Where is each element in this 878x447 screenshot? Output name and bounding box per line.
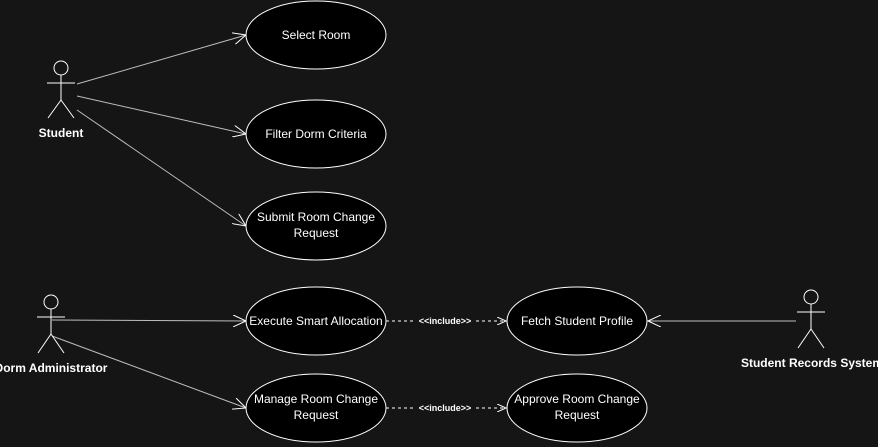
include-label-approve-group: <<include>> — [414, 401, 476, 414]
actor-head-icon — [803, 289, 819, 305]
actor-label: Dorm Administrator — [0, 361, 108, 375]
association-lines — [51, 35, 796, 408]
actor-head-icon — [53, 60, 69, 76]
use-case-label-line-1: Approve Room Change — [514, 392, 640, 406]
use-case-submit-change[interactable]: Submit Room Change Request — [245, 191, 387, 261]
actor-records-system[interactable]: Student Records System — [741, 289, 878, 370]
use-case-label-line-1: Submit Room Change — [257, 210, 375, 224]
use-case-label-line-2: Request — [555, 408, 600, 422]
use-case-manage-change[interactable]: Manage Room Change Request — [245, 373, 387, 443]
include-label-fetch-group: <<include>> — [414, 314, 476, 327]
assoc-admin-execute-allocation — [51, 320, 246, 321]
include-label-approve: <<include>> — [419, 403, 472, 413]
use-case-label: Select Room — [282, 28, 351, 42]
use-case-execute-allocation[interactable]: Execute Smart Allocation — [245, 286, 387, 356]
use-case-label: Fetch Student Profile — [521, 314, 633, 328]
actor-head-icon — [43, 294, 59, 310]
actor-label: Student — [39, 126, 84, 140]
use-case-label-line-2: Request — [294, 408, 339, 422]
actor-dorm-admin[interactable]: Dorm Administrator — [0, 294, 108, 375]
include-lines — [386, 321, 506, 408]
use-case-label-line-1: Manage Room Change — [254, 392, 378, 406]
include-label-fetch: <<include>> — [419, 316, 472, 326]
use-case-label-line-2: Request — [294, 226, 339, 240]
use-case-label: Filter Dorm Criteria — [265, 127, 367, 141]
actor-label: Student Records System — [741, 356, 878, 370]
use-case-approve-change[interactable]: Approve Room Change Request — [506, 373, 648, 443]
use-case-label: Execute Smart Allocation — [249, 314, 382, 328]
assoc-student-select-room — [76, 35, 246, 85]
assoc-admin-manage-change — [51, 335, 246, 408]
use-case-select-room[interactable]: Select Room — [245, 0, 387, 70]
assoc-student-submit-change — [76, 109, 246, 226]
use-case-filter-dorm[interactable]: Filter Dorm Criteria — [245, 99, 387, 169]
assoc-student-filter-dorm — [76, 95, 246, 134]
actor-student[interactable]: Student — [39, 60, 84, 140]
use-case-fetch-profile[interactable]: Fetch Student Profile — [506, 286, 648, 356]
